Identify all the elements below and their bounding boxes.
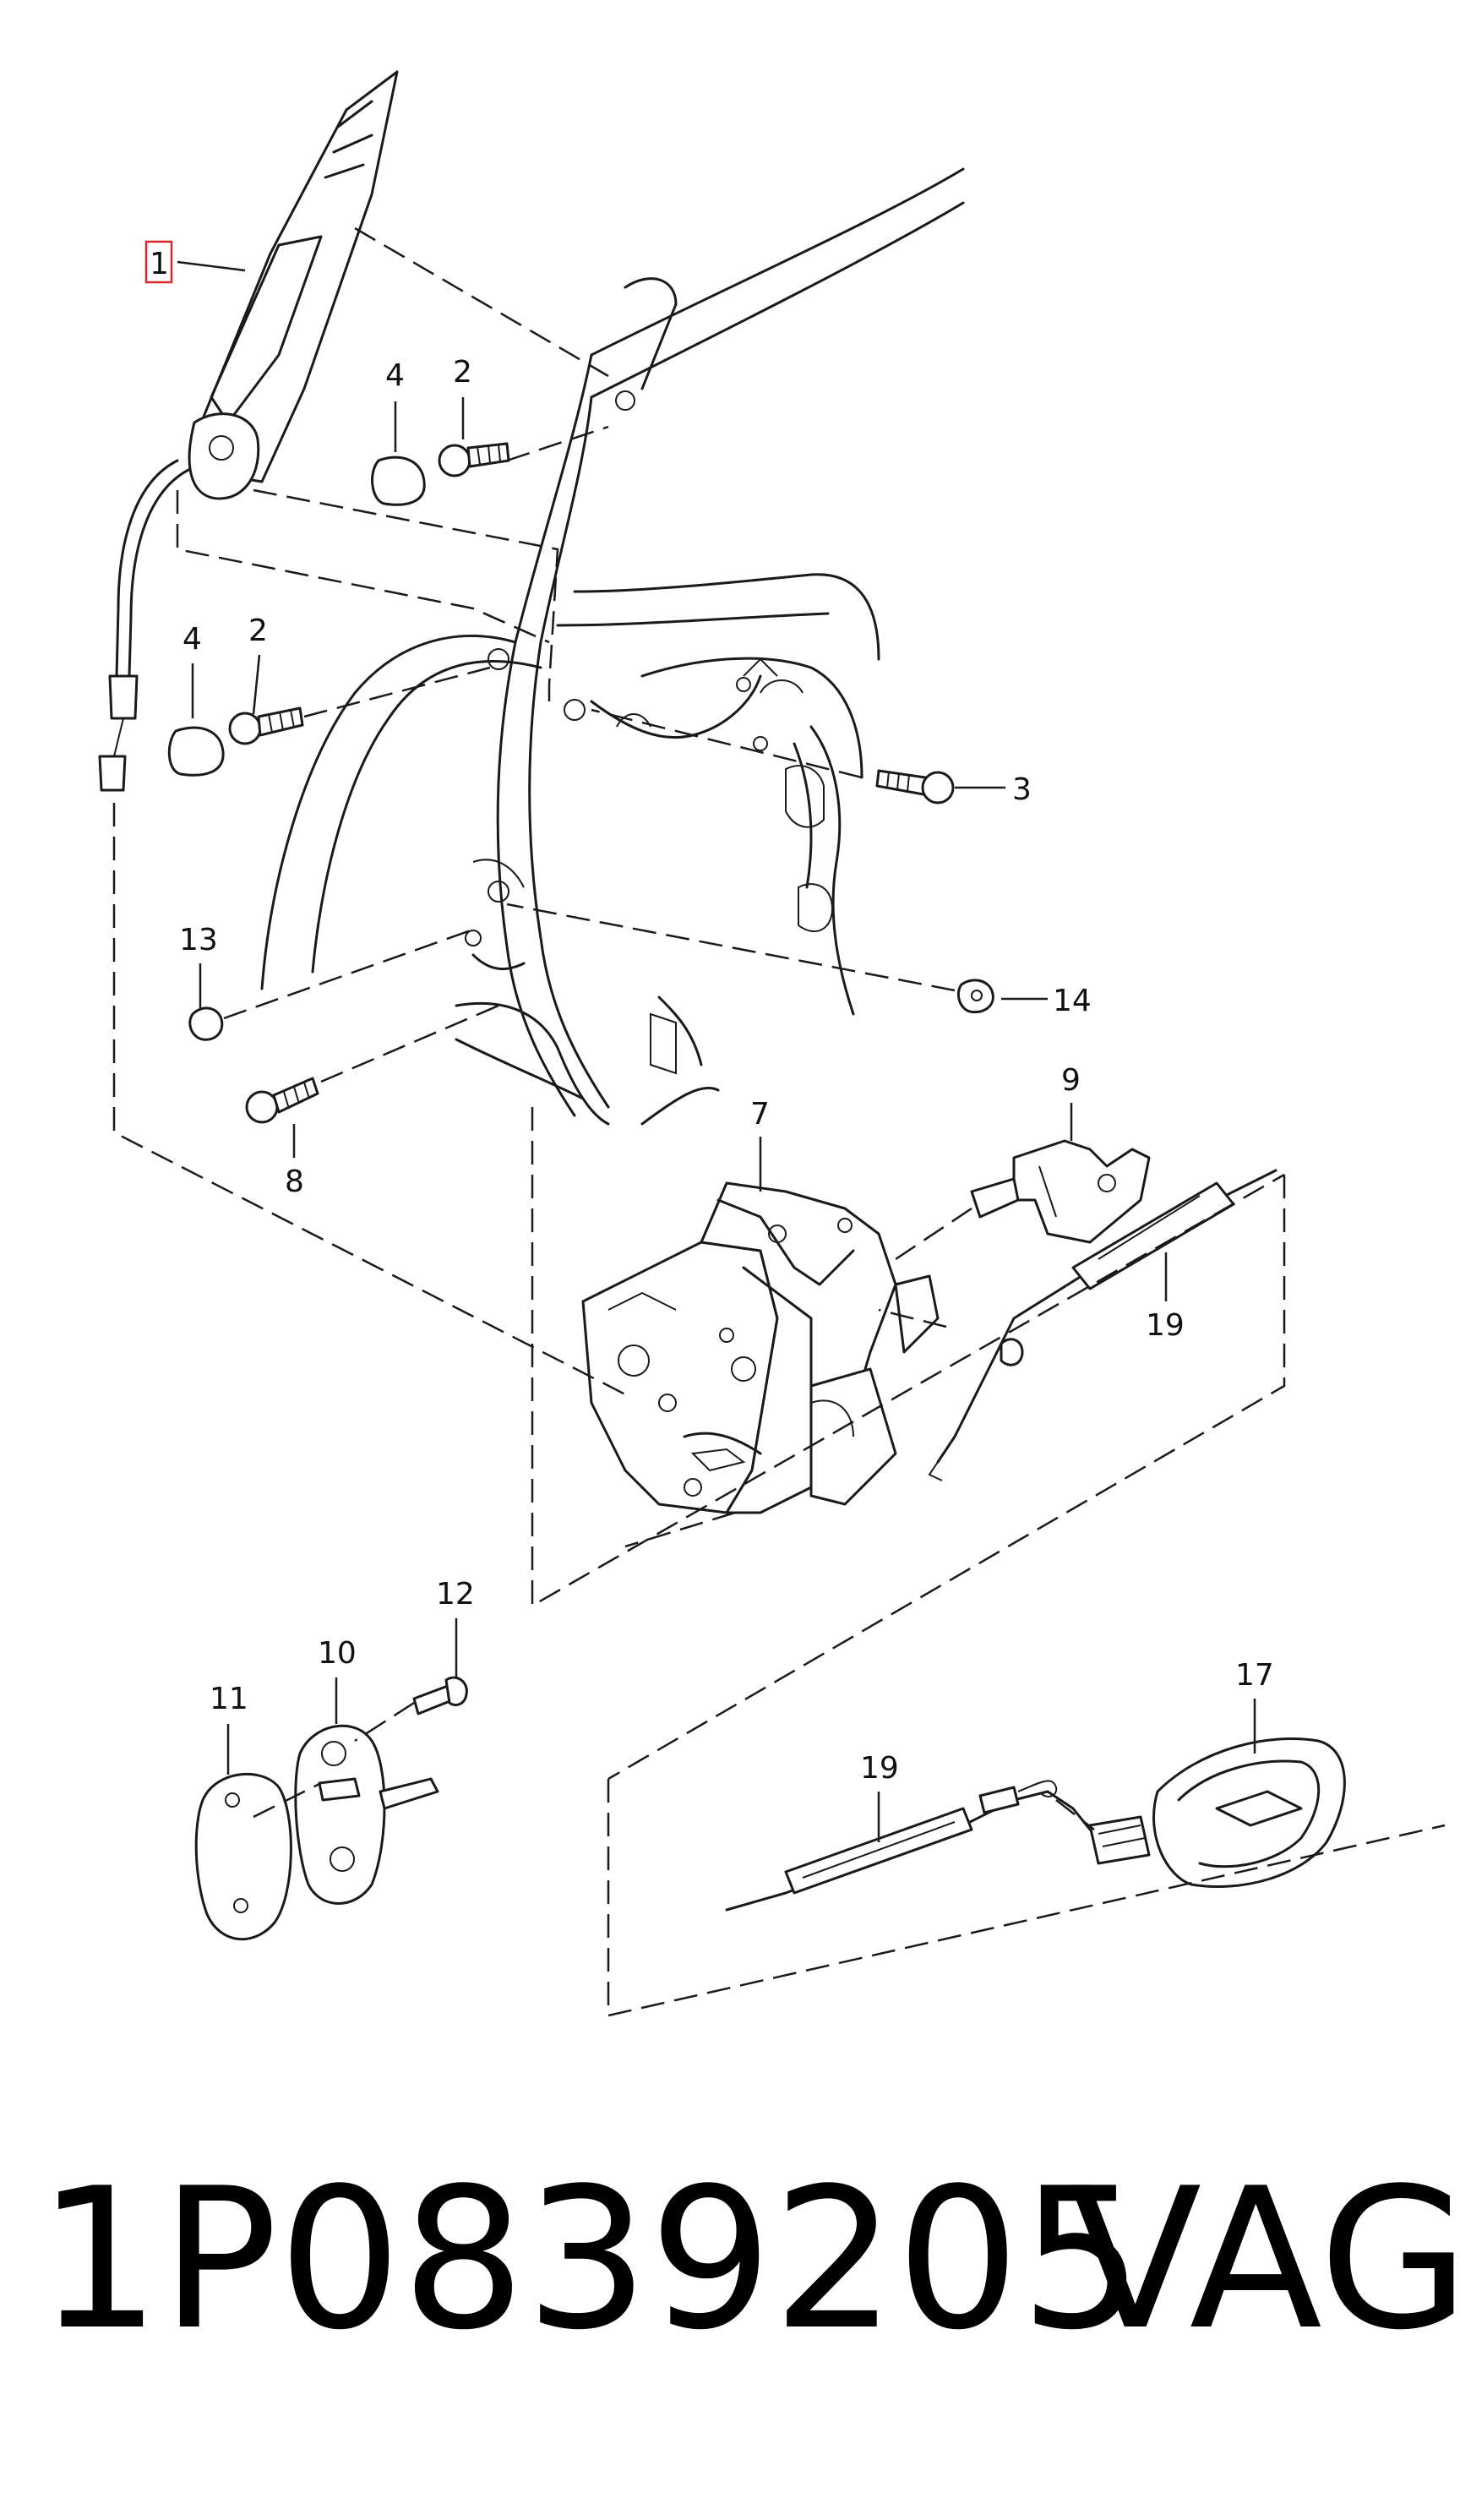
callout-4-lower: 4 xyxy=(182,622,202,657)
cap-part-4-lower xyxy=(167,726,225,777)
backing-plate-part-11 xyxy=(194,1772,292,1941)
outer-handle-bracket-part-1 xyxy=(98,70,399,792)
callout-3: 3 xyxy=(1012,772,1032,807)
callout-2-lower: 2 xyxy=(248,614,268,648)
callout-8: 8 xyxy=(285,1165,304,1199)
callout-12: 12 xyxy=(436,1577,475,1612)
nut-part-14 xyxy=(956,979,994,1014)
callout-17: 17 xyxy=(1235,1658,1274,1693)
inner-door-handle-part-17 xyxy=(1088,1737,1346,1888)
brand-name: VAG xyxy=(1069,2147,1460,2373)
door-body-frame xyxy=(260,167,965,1126)
cable-part-19-lower xyxy=(725,1780,1092,1912)
callout-numbers: 1 2 4 2 4 3 13 14 8 7 9 19 12 10 11 19 1… xyxy=(144,240,1274,1786)
exploded-parts-diagram: 1 2 4 2 4 3 13 14 8 7 9 19 12 10 11 19 1… xyxy=(98,70,1446,2017)
callout-19-lower: 19 xyxy=(860,1751,899,1786)
callout-10: 10 xyxy=(318,1636,357,1671)
callout-1: 1 xyxy=(150,247,169,281)
callout-13: 13 xyxy=(179,923,218,957)
bolt-part-2-lower xyxy=(228,706,304,745)
callout-14: 14 xyxy=(1053,984,1092,1018)
bolt-part-8 xyxy=(245,1077,319,1124)
striker-plate-part-10 xyxy=(294,1724,439,1905)
cable-part-19-upper xyxy=(928,1169,1278,1481)
screw-part-12 xyxy=(412,1676,468,1715)
callout-11: 11 xyxy=(210,1682,248,1716)
part-number: 1P0839205 xyxy=(37,2147,1144,2373)
callout-4-upper: 4 xyxy=(385,358,405,393)
door-lock-mechanism-part-7 xyxy=(581,1181,940,1514)
callout-19-upper: 19 xyxy=(1146,1308,1185,1343)
bolt-part-2-upper xyxy=(438,442,510,477)
cable-bracket-part-9 xyxy=(970,1139,1151,1244)
screw-part-3 xyxy=(875,769,955,805)
callout-1-highlight xyxy=(144,240,173,284)
callout-leaders xyxy=(177,260,1256,1842)
assembly-lines xyxy=(112,226,1446,2017)
cap-part-4-upper xyxy=(371,455,426,506)
nut-part-13 xyxy=(188,1006,224,1041)
callout-7: 7 xyxy=(750,1097,770,1132)
callout-2-upper: 2 xyxy=(453,355,472,390)
callout-9: 9 xyxy=(1061,1063,1081,1098)
